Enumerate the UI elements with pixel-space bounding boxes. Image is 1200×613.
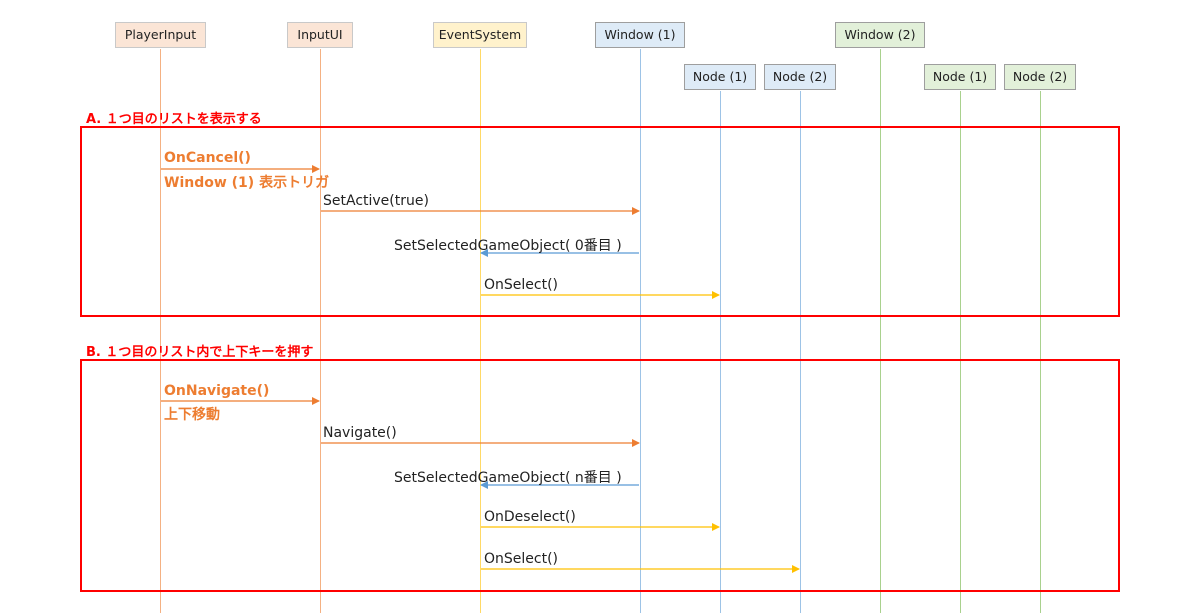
msg-b-onnavigate: OnNavigate() [164,383,270,399]
section-a-title: A. １つ目のリストを表示する [86,112,262,127]
lifeline-window2-node1 [960,91,961,613]
lifeline-window1-node1 [720,91,721,613]
msg-a-onselect: OnSelect() [484,277,559,293]
participant-event-system: EventSystem [433,22,527,48]
lifeline-window2-node2 [1040,91,1041,613]
msg-b-onselect: OnSelect() [484,551,559,567]
lifeline-window1 [640,49,641,613]
lifeline-input-ui [320,49,321,613]
participant-window2: Window (2) [835,22,925,48]
lifeline-event-system [480,49,481,613]
participant-input-ui: InputUI [287,22,353,48]
participant-window1-node1: Node (1) [684,64,756,90]
lifeline-player-input [160,49,161,613]
lifeline-window2 [880,49,881,613]
msg-b-setselected: SetSelectedGameObject( n番目 ) [394,470,622,486]
msg-b-ondeselect: OnDeselect() [484,509,576,525]
msg-a-oncancel-note: Window (1) 表示トリガ [164,175,330,191]
lifeline-window1-node2 [800,91,801,613]
section-b-frame [80,359,1120,592]
section-b-title: B. １つ目のリスト内で上下キーを押す [86,345,314,360]
participant-window1-node2: Node (2) [764,64,836,90]
msg-b-navigate: Navigate() [323,425,397,441]
participant-window2-node1: Node (1) [924,64,996,90]
participant-window1: Window (1) [595,22,685,48]
msg-a-oncancel: OnCancel() [164,150,251,166]
section-a-frame [80,126,1120,317]
participant-window2-node2: Node (2) [1004,64,1076,90]
msg-a-setactive: SetActive(true) [323,193,429,209]
participant-player-input: PlayerInput [115,22,206,48]
msg-a-setselected: SetSelectedGameObject( 0番目 ) [394,238,622,254]
msg-b-onnavigate-note: 上下移動 [164,407,220,423]
